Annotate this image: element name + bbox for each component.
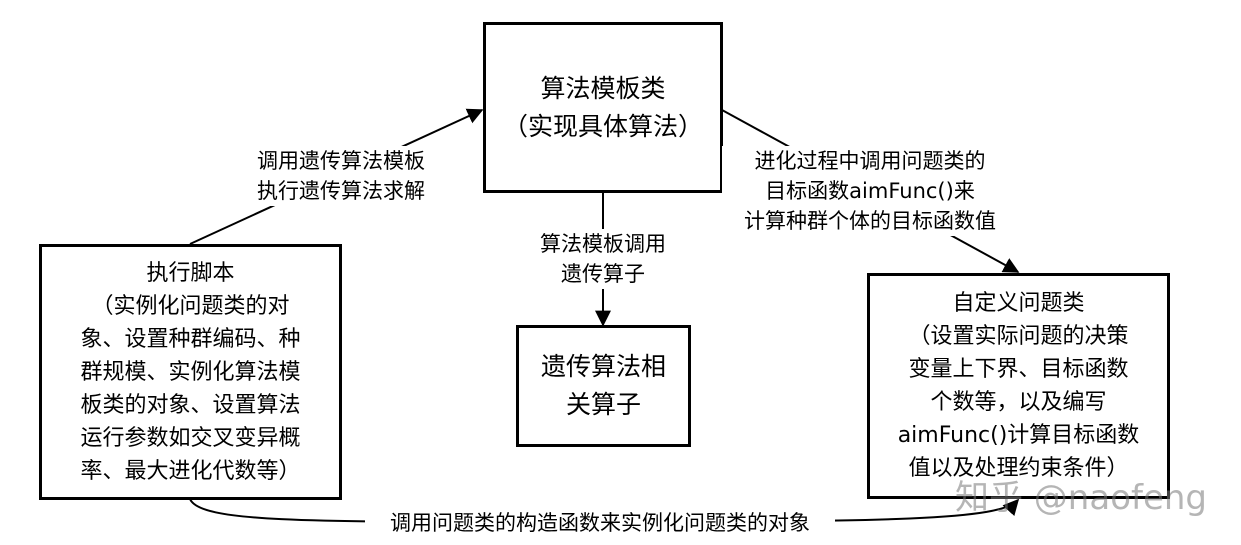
edge-label-line: 调用遗传算法模板 — [257, 149, 425, 173]
watermark: 知乎 @naofeng — [955, 478, 1208, 518]
edge-label-line: 计算种群个体的目标函数值 — [744, 209, 996, 233]
box-line: 个数等，以及编写 — [930, 390, 1107, 415]
box-line: 率、最大进化代数等） — [80, 458, 301, 484]
box-line: 自定义问题类 — [952, 291, 1085, 316]
genetic-operators-box: 遗传算法相 关算子 — [516, 325, 691, 447]
box-line: 运行参数如交叉变异概 — [80, 425, 301, 451]
box-line: 群规模、实例化算法模 — [80, 359, 301, 385]
box-line: aimFunc()计算目标函数 — [897, 423, 1140, 448]
edge-label-script-to-template: 调用遗传算法模板 执行遗传算法求解 — [236, 146, 446, 206]
edge-label-line: 执行遗传算法求解 — [257, 179, 425, 203]
box-line: 值以及处理约束条件） — [908, 456, 1129, 481]
box-line: 象、设置种群编码、种 — [80, 326, 301, 352]
box-line: 关算子 — [565, 390, 641, 419]
edge-label-script-to-problem: 调用问题类的构造函数来实例化问题类的对象 — [365, 508, 835, 538]
box-line: 执行脚本 — [146, 260, 235, 286]
box-line: （实例化问题类的对 — [91, 293, 290, 319]
box-line: （设置实际问题的决策 — [908, 324, 1129, 349]
execution-script-box: 执行脚本 （实例化问题类的对 象、设置种群编码、种 群规模、实例化算法模 板类的… — [39, 244, 342, 500]
box-line: 遗传算法相 — [540, 352, 666, 381]
edge-label-line: 调用问题类的构造函数来实例化问题类的对象 — [390, 511, 810, 535]
box-line: 板类的对象、设置算法 — [80, 392, 301, 418]
edge-label-line: 进化过程中调用问题类的 — [754, 149, 986, 173]
edge-label-line: 算法模板调用 — [540, 232, 666, 256]
algorithm-template-box: 算法模板类 （实现具体算法） — [483, 22, 723, 193]
box-line: 变量上下界、目标函数 — [908, 357, 1129, 382]
box-line: （实现具体算法） — [502, 111, 703, 141]
box-line: 算法模板类 — [540, 73, 666, 103]
edge-label-line: 目标函数aimFunc()来 — [765, 179, 975, 203]
custom-problem-box: 自定义问题类 （设置实际问题的决策 变量上下界、目标函数 个数等，以及编写 ai… — [867, 273, 1170, 499]
edge-label-template-to-problem: 进化过程中调用问题类的 目标函数aimFunc()来 计算种群个体的目标函数值 — [722, 146, 1018, 236]
edge-label-template-to-operators: 算法模板调用 遗传算子 — [520, 229, 686, 289]
edge-label-line: 遗传算子 — [561, 262, 645, 286]
